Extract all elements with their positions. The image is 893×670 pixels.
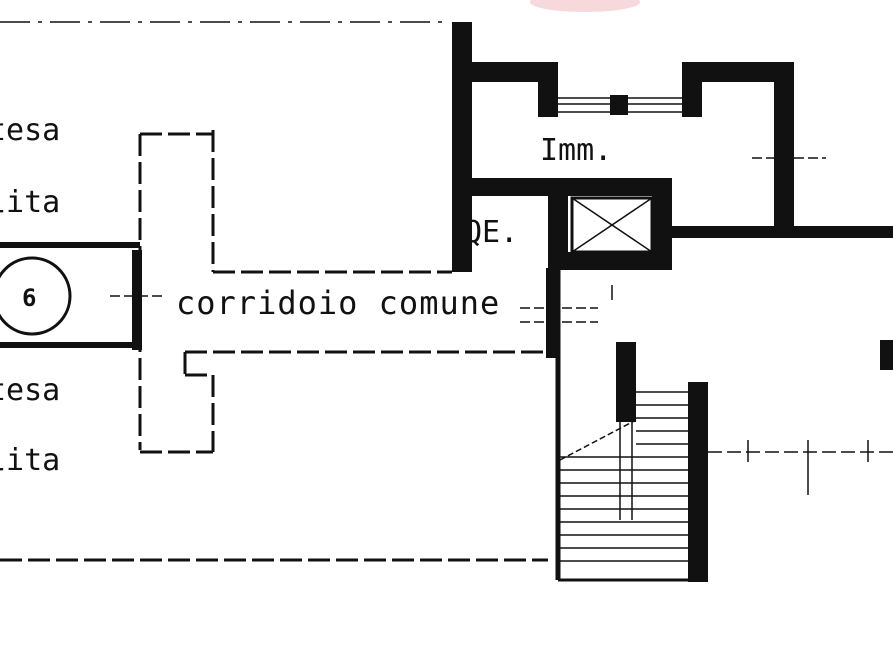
elevator-shaft-icon [570, 196, 654, 254]
right-dimension-line [708, 440, 893, 495]
corridor-door-left [110, 250, 165, 350]
right-outer-wall [672, 226, 893, 370]
electrical-panel-label: QE. [464, 215, 518, 250]
staircase-walls [555, 268, 708, 582]
unit-number-badge: 6 [0, 256, 72, 336]
corridor-label: corridoio comune [176, 284, 500, 322]
left-upper-text-2: lita [0, 185, 60, 220]
left-lower-text-2: lita [0, 443, 60, 478]
left-lower-text-1: tesa [0, 373, 60, 408]
left-upper-text-1: tesa [0, 113, 60, 148]
unit-6-walls [0, 242, 140, 348]
stair-direction-line [559, 419, 637, 461]
stair-treads [560, 391, 688, 562]
unit-number: 6 [22, 284, 36, 312]
entrance-window [558, 95, 682, 115]
entrance-side-window [752, 140, 826, 184]
corridor-door-right [520, 268, 598, 358]
entrance-label: Imm. [540, 133, 612, 168]
paper-stain [530, 0, 640, 12]
electrical-panel-walls [548, 178, 672, 270]
